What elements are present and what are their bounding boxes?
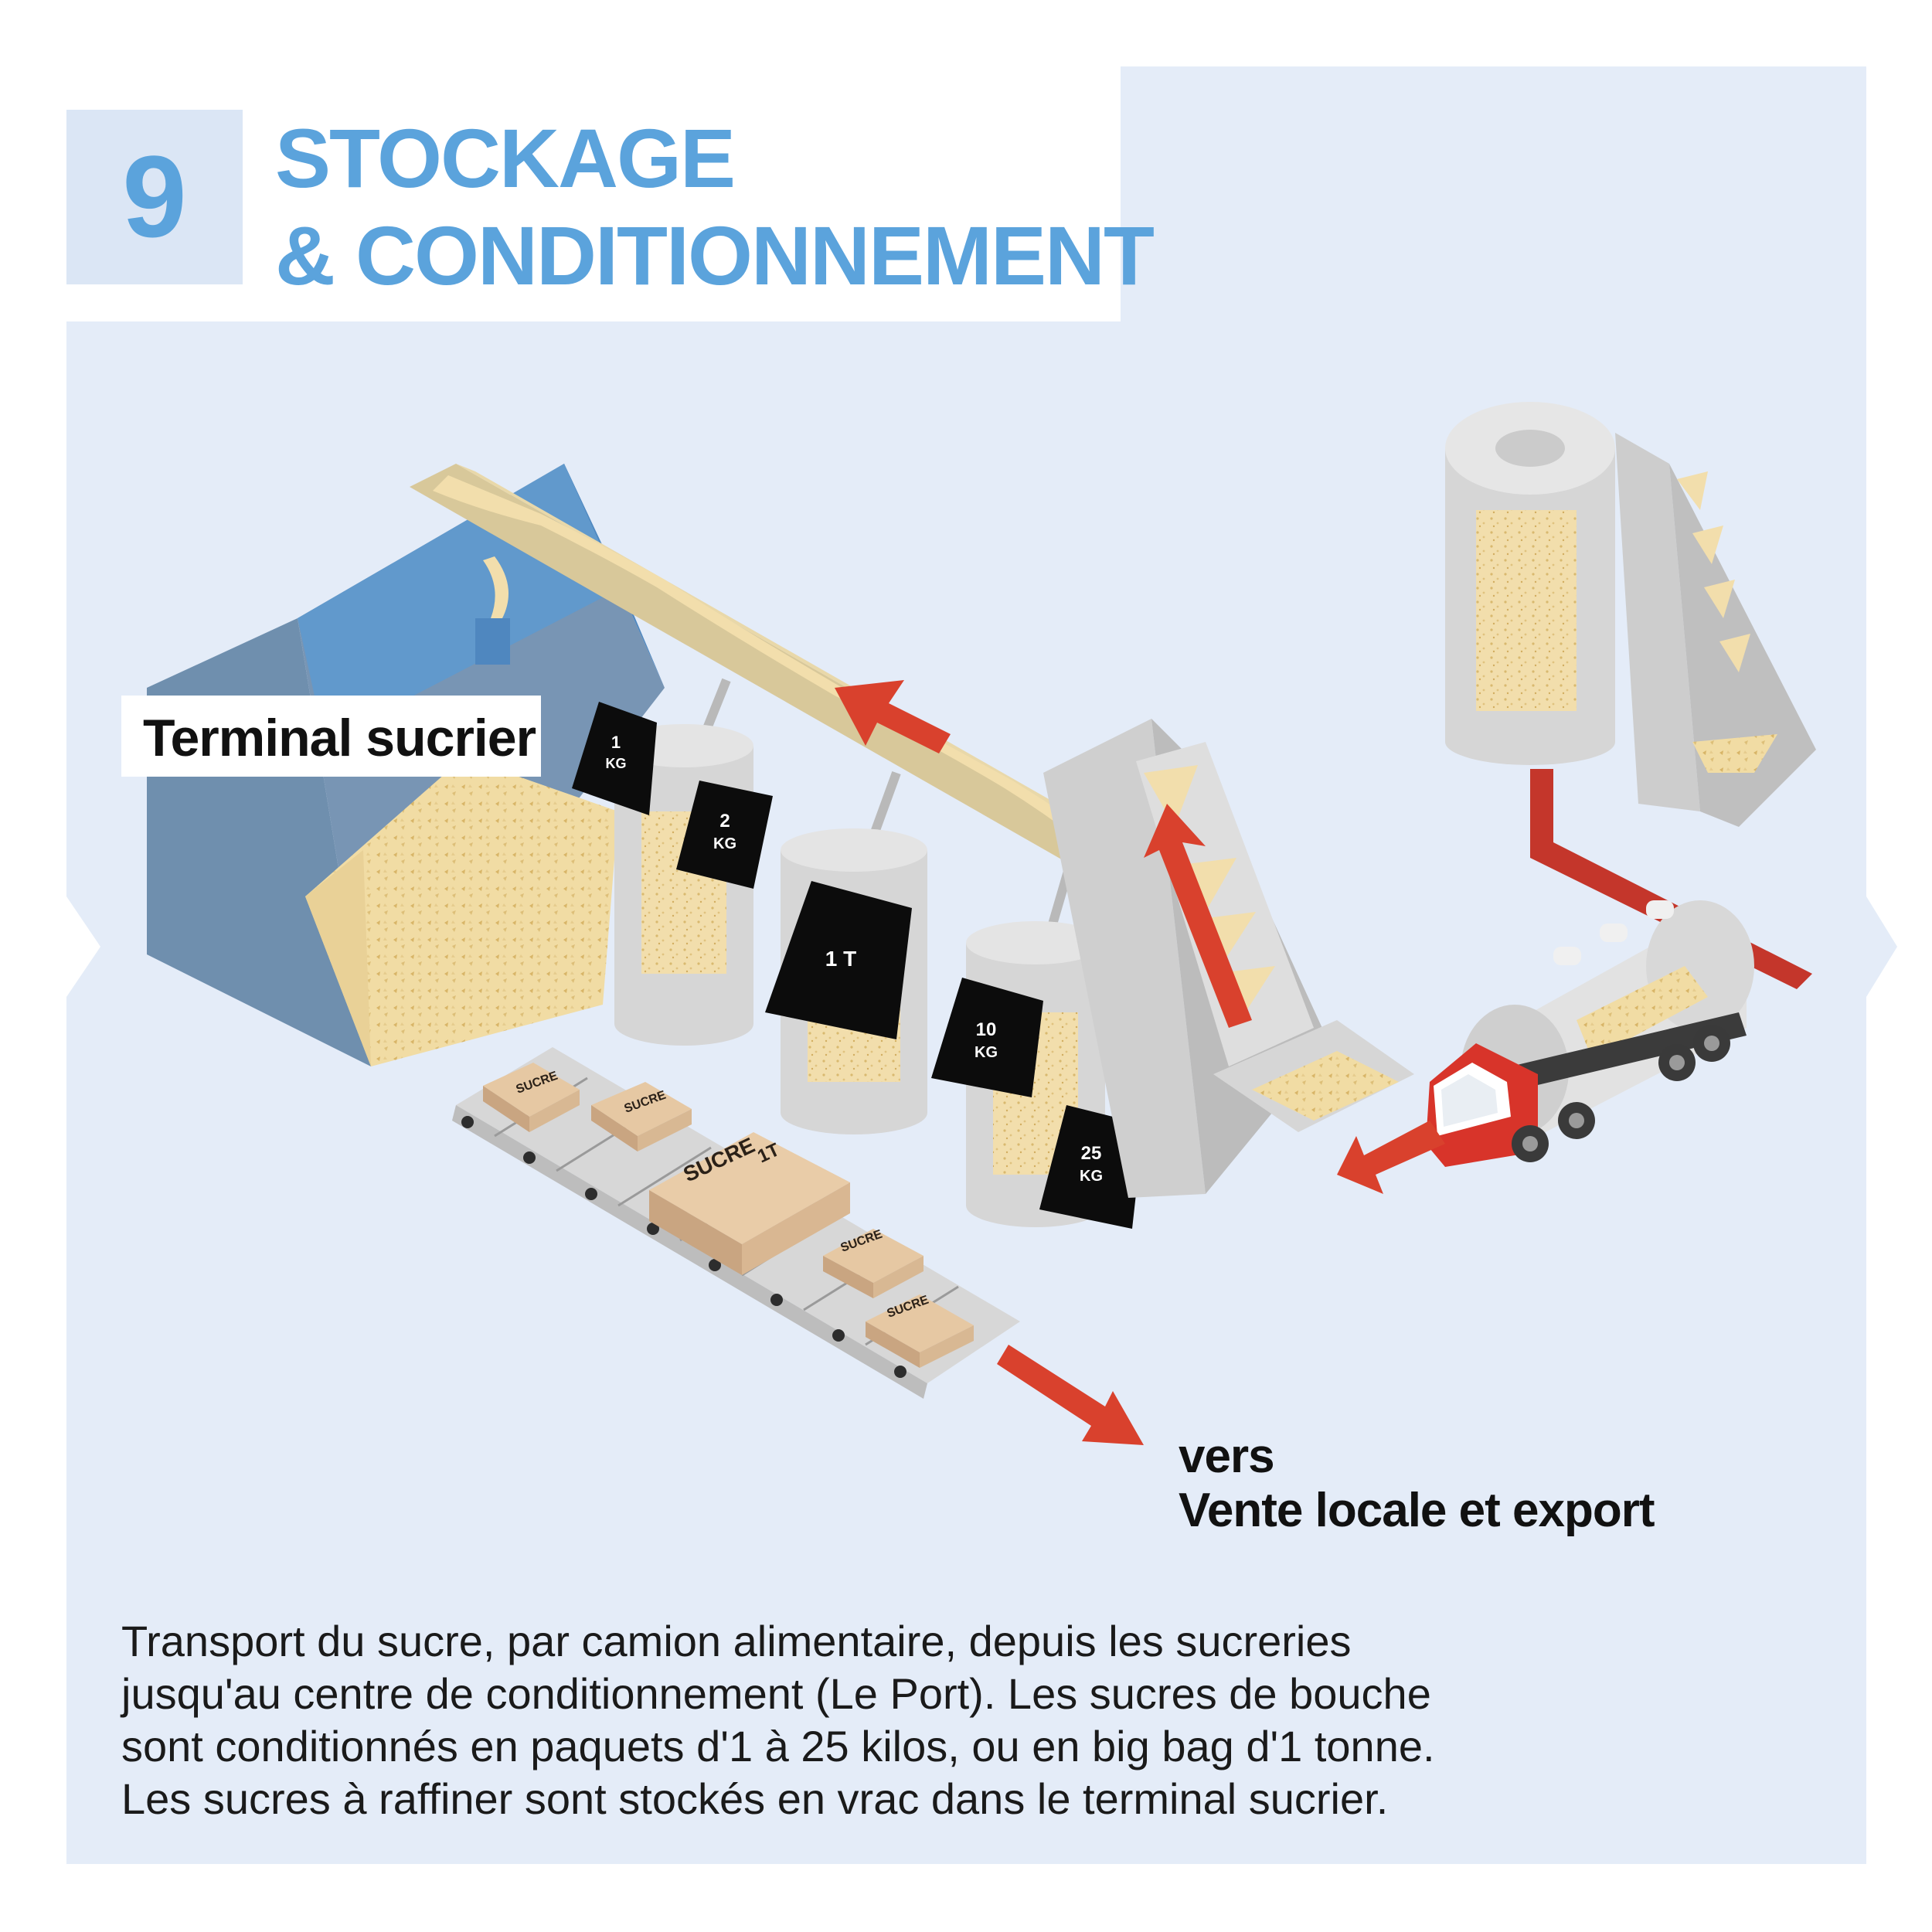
description-line-2: jusqu'au centre de conditionnement (Le P… (120, 1669, 1431, 1718)
description-line-1: Transport du sucre, par camion alimentai… (121, 1617, 1352, 1665)
header: 9 STOCKAGE & CONDITIONNEMENT (66, 110, 1155, 302)
description-line-4: Les sucres à raffiner sont stockés en vr… (121, 1774, 1388, 1823)
bag-10kg-unit: KG (975, 1044, 998, 1061)
bag-25kg-unit: KG (1080, 1168, 1103, 1185)
bag-1kg-amount: 1 (611, 733, 621, 752)
destination-line1: vers (1179, 1430, 1274, 1483)
transfer-pipe (1530, 769, 1812, 989)
step-number-panel (66, 110, 243, 284)
bag-2kg: 2 KG (676, 781, 773, 889)
destination-arrow (997, 1345, 1144, 1445)
bag-2kg-unit: KG (713, 835, 736, 852)
sugar-box-3: SUCRE (823, 1228, 923, 1298)
page-title-line2: & CONDITIONNEMENT (275, 209, 1154, 302)
sugar-box-2: SUCRE (591, 1082, 692, 1151)
description: Transport du sucre, par camion alimentai… (120, 1617, 1435, 1823)
tanker-truck (1426, 900, 1754, 1167)
terminal-label: Terminal sucrier (121, 696, 541, 777)
terminal-label-text: Terminal sucrier (143, 709, 536, 767)
bag-1t: 1 T (765, 881, 912, 1039)
bag-10kg: 10 KG (931, 978, 1043, 1097)
bag-10kg-amount: 10 (976, 1019, 997, 1040)
bag-1kg-unit: KG (606, 756, 627, 771)
conveyor-arrow (835, 680, 951, 753)
description-line-3: sont conditionnés en paquets d'1 à 25 ki… (121, 1722, 1435, 1770)
storage-tank (1445, 402, 1816, 827)
page-title-line1: STOCKAGE (275, 111, 734, 205)
truck-wheels (1512, 1025, 1730, 1162)
bag-1t-amount: 1 T (825, 947, 856, 971)
chute-hopper (475, 618, 510, 665)
destination-line2: Vente locale et export (1179, 1484, 1655, 1537)
bag-2kg-amount: 2 (719, 811, 730, 832)
elevator-arrow (1144, 804, 1252, 1028)
unloading-arrow (1337, 1121, 1445, 1194)
sugar-box-1: SUCRE (483, 1063, 580, 1132)
bag-1kg: 1 KG (572, 702, 657, 815)
bag-25kg-amount: 25 (1081, 1143, 1102, 1164)
step-number: 9 (122, 131, 186, 261)
